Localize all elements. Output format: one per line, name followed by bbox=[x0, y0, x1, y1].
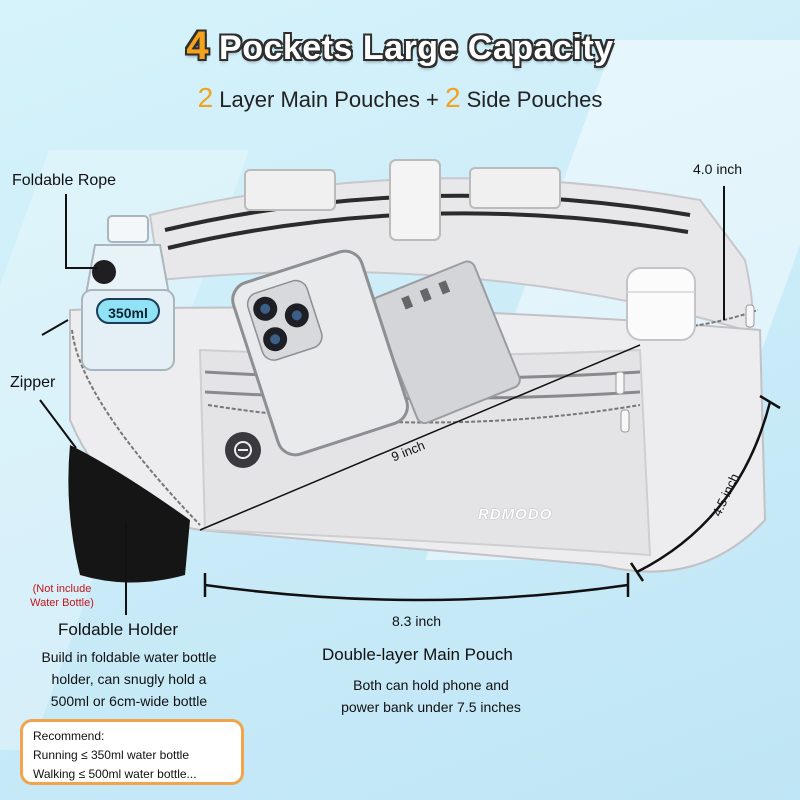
headline-number: 4 bbox=[186, 24, 210, 68]
subtitle: 2 Layer Main Pouches + 2 Side Pouches bbox=[0, 82, 800, 114]
bottle-holder bbox=[68, 445, 190, 583]
main-pouch-description: Both can hold phone and power bank under… bbox=[318, 674, 544, 718]
brand-logo: RDMODO bbox=[478, 506, 553, 523]
belt-buckle bbox=[244, 169, 336, 211]
subtitle-number-1: 2 bbox=[197, 82, 214, 113]
callout-line-rope bbox=[65, 194, 98, 269]
zipper-puller bbox=[615, 371, 625, 395]
main-pouch-line: Both can hold phone and bbox=[353, 677, 509, 693]
note-line: (Not include bbox=[32, 583, 92, 595]
belt-buckle bbox=[469, 167, 561, 209]
label-depth: 4.0 inch bbox=[693, 161, 743, 177]
subtitle-text-2: Side Pouches bbox=[460, 87, 603, 112]
subtitle-text-1: Layer Main Pouches + bbox=[213, 87, 445, 112]
zipper-puller bbox=[745, 304, 755, 328]
height-measure-line bbox=[636, 401, 772, 574]
label-zipper: Zipper bbox=[10, 374, 56, 391]
callout-line-zipper bbox=[41, 319, 69, 336]
label-foldable-holder: Foldable Holder bbox=[58, 620, 179, 639]
note-not-included: (Not include Water Bottle) bbox=[10, 582, 114, 610]
phone-image bbox=[231, 249, 409, 457]
main-pouch-line: power bank under 7.5 inches bbox=[341, 699, 521, 715]
holder-desc-line: Build in foldable water bottle bbox=[41, 649, 217, 665]
headline: 4 Pockets Large Capacity bbox=[0, 24, 800, 69]
recommend-line: Running ≤ 350ml water bottle bbox=[33, 748, 190, 762]
zipper-puller bbox=[620, 409, 630, 433]
recommend-line: Walking ≤ 500ml water bottle... bbox=[33, 767, 197, 781]
capacity-badge: 350ml bbox=[96, 298, 160, 324]
label-foldable-rope: Foldable Rope bbox=[12, 172, 117, 189]
holder-description: Build in foldable water bottle holder, c… bbox=[18, 646, 240, 712]
note-line: Water Bottle) bbox=[30, 597, 94, 609]
subtitle-number-2: 2 bbox=[444, 82, 461, 113]
width-measure-line bbox=[204, 583, 629, 602]
holder-desc-line: 500ml or 6cm-wide bottle bbox=[50, 693, 208, 709]
rope-clip-icon bbox=[92, 260, 116, 284]
zipper-line bbox=[71, 329, 201, 526]
recommend-box: Recommend: Running ≤ 350ml water bottle … bbox=[20, 719, 244, 785]
belt-buckle bbox=[389, 159, 441, 241]
earbuds-case-image bbox=[626, 267, 696, 341]
callout-line-zipper bbox=[39, 399, 77, 449]
main-pouch-title: Double-layer Main Pouch bbox=[322, 645, 513, 664]
label-width: 8.3 inch bbox=[392, 613, 442, 629]
headline-text: Pockets Large Capacity bbox=[209, 29, 614, 67]
recommend-title: Recommend: bbox=[33, 729, 105, 743]
holder-desc-line: holder, can snugly hold a bbox=[51, 671, 207, 687]
power-bank-image bbox=[371, 260, 521, 425]
diagonal-measure-line bbox=[199, 344, 641, 531]
